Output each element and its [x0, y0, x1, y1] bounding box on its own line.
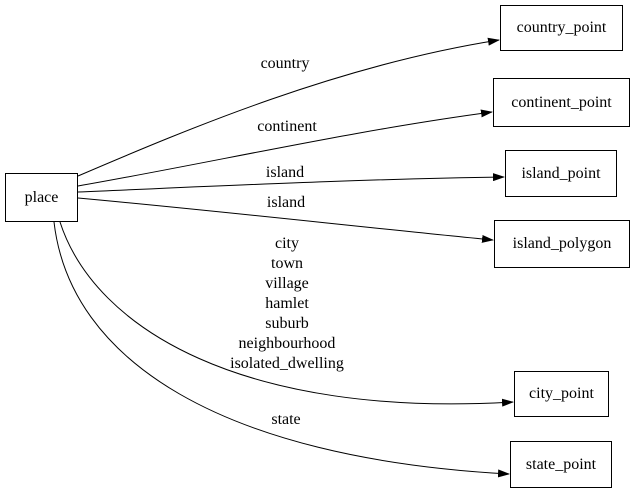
node-island-polygon-label: island_polygon	[512, 235, 612, 252]
edge-label-continent: continent	[257, 118, 317, 135]
edge-place-island-polygon	[77, 197, 494, 243]
edge-label-state: state	[271, 411, 301, 428]
node-city-point-label: city_point	[529, 385, 594, 402]
node-island-point: island_point	[505, 150, 617, 197]
node-continent-point: continent_point	[493, 78, 630, 127]
edge-place-country-point	[77, 37, 500, 177]
node-continent-point-label: continent_point	[511, 93, 612, 111]
node-country-point-label: country_point	[516, 19, 607, 36]
node-island-point-label: island_point	[521, 164, 601, 182]
node-island-polygon: island_polygon	[494, 220, 630, 268]
node-city-point: city_point	[514, 371, 609, 417]
node-place-label: place	[24, 188, 59, 206]
node-place: place	[5, 173, 78, 222]
node-country-point: country_point	[500, 5, 623, 51]
edge-place-continent-point	[77, 109, 493, 187]
edge-label-island-point: island	[265, 164, 305, 181]
edge-place-state-point	[53, 221, 510, 478]
node-state-point-label: state_point	[525, 455, 597, 473]
edge-place-island-point	[77, 173, 505, 193]
edge-label-country: country	[260, 55, 310, 72]
edge-label-city-group: city town village hamlet suburb neighbou…	[230, 235, 344, 372]
node-state-point: state_point	[510, 441, 612, 488]
edge-place-city-point	[59, 221, 514, 407]
edge-label-island-polygon: island	[266, 194, 306, 211]
